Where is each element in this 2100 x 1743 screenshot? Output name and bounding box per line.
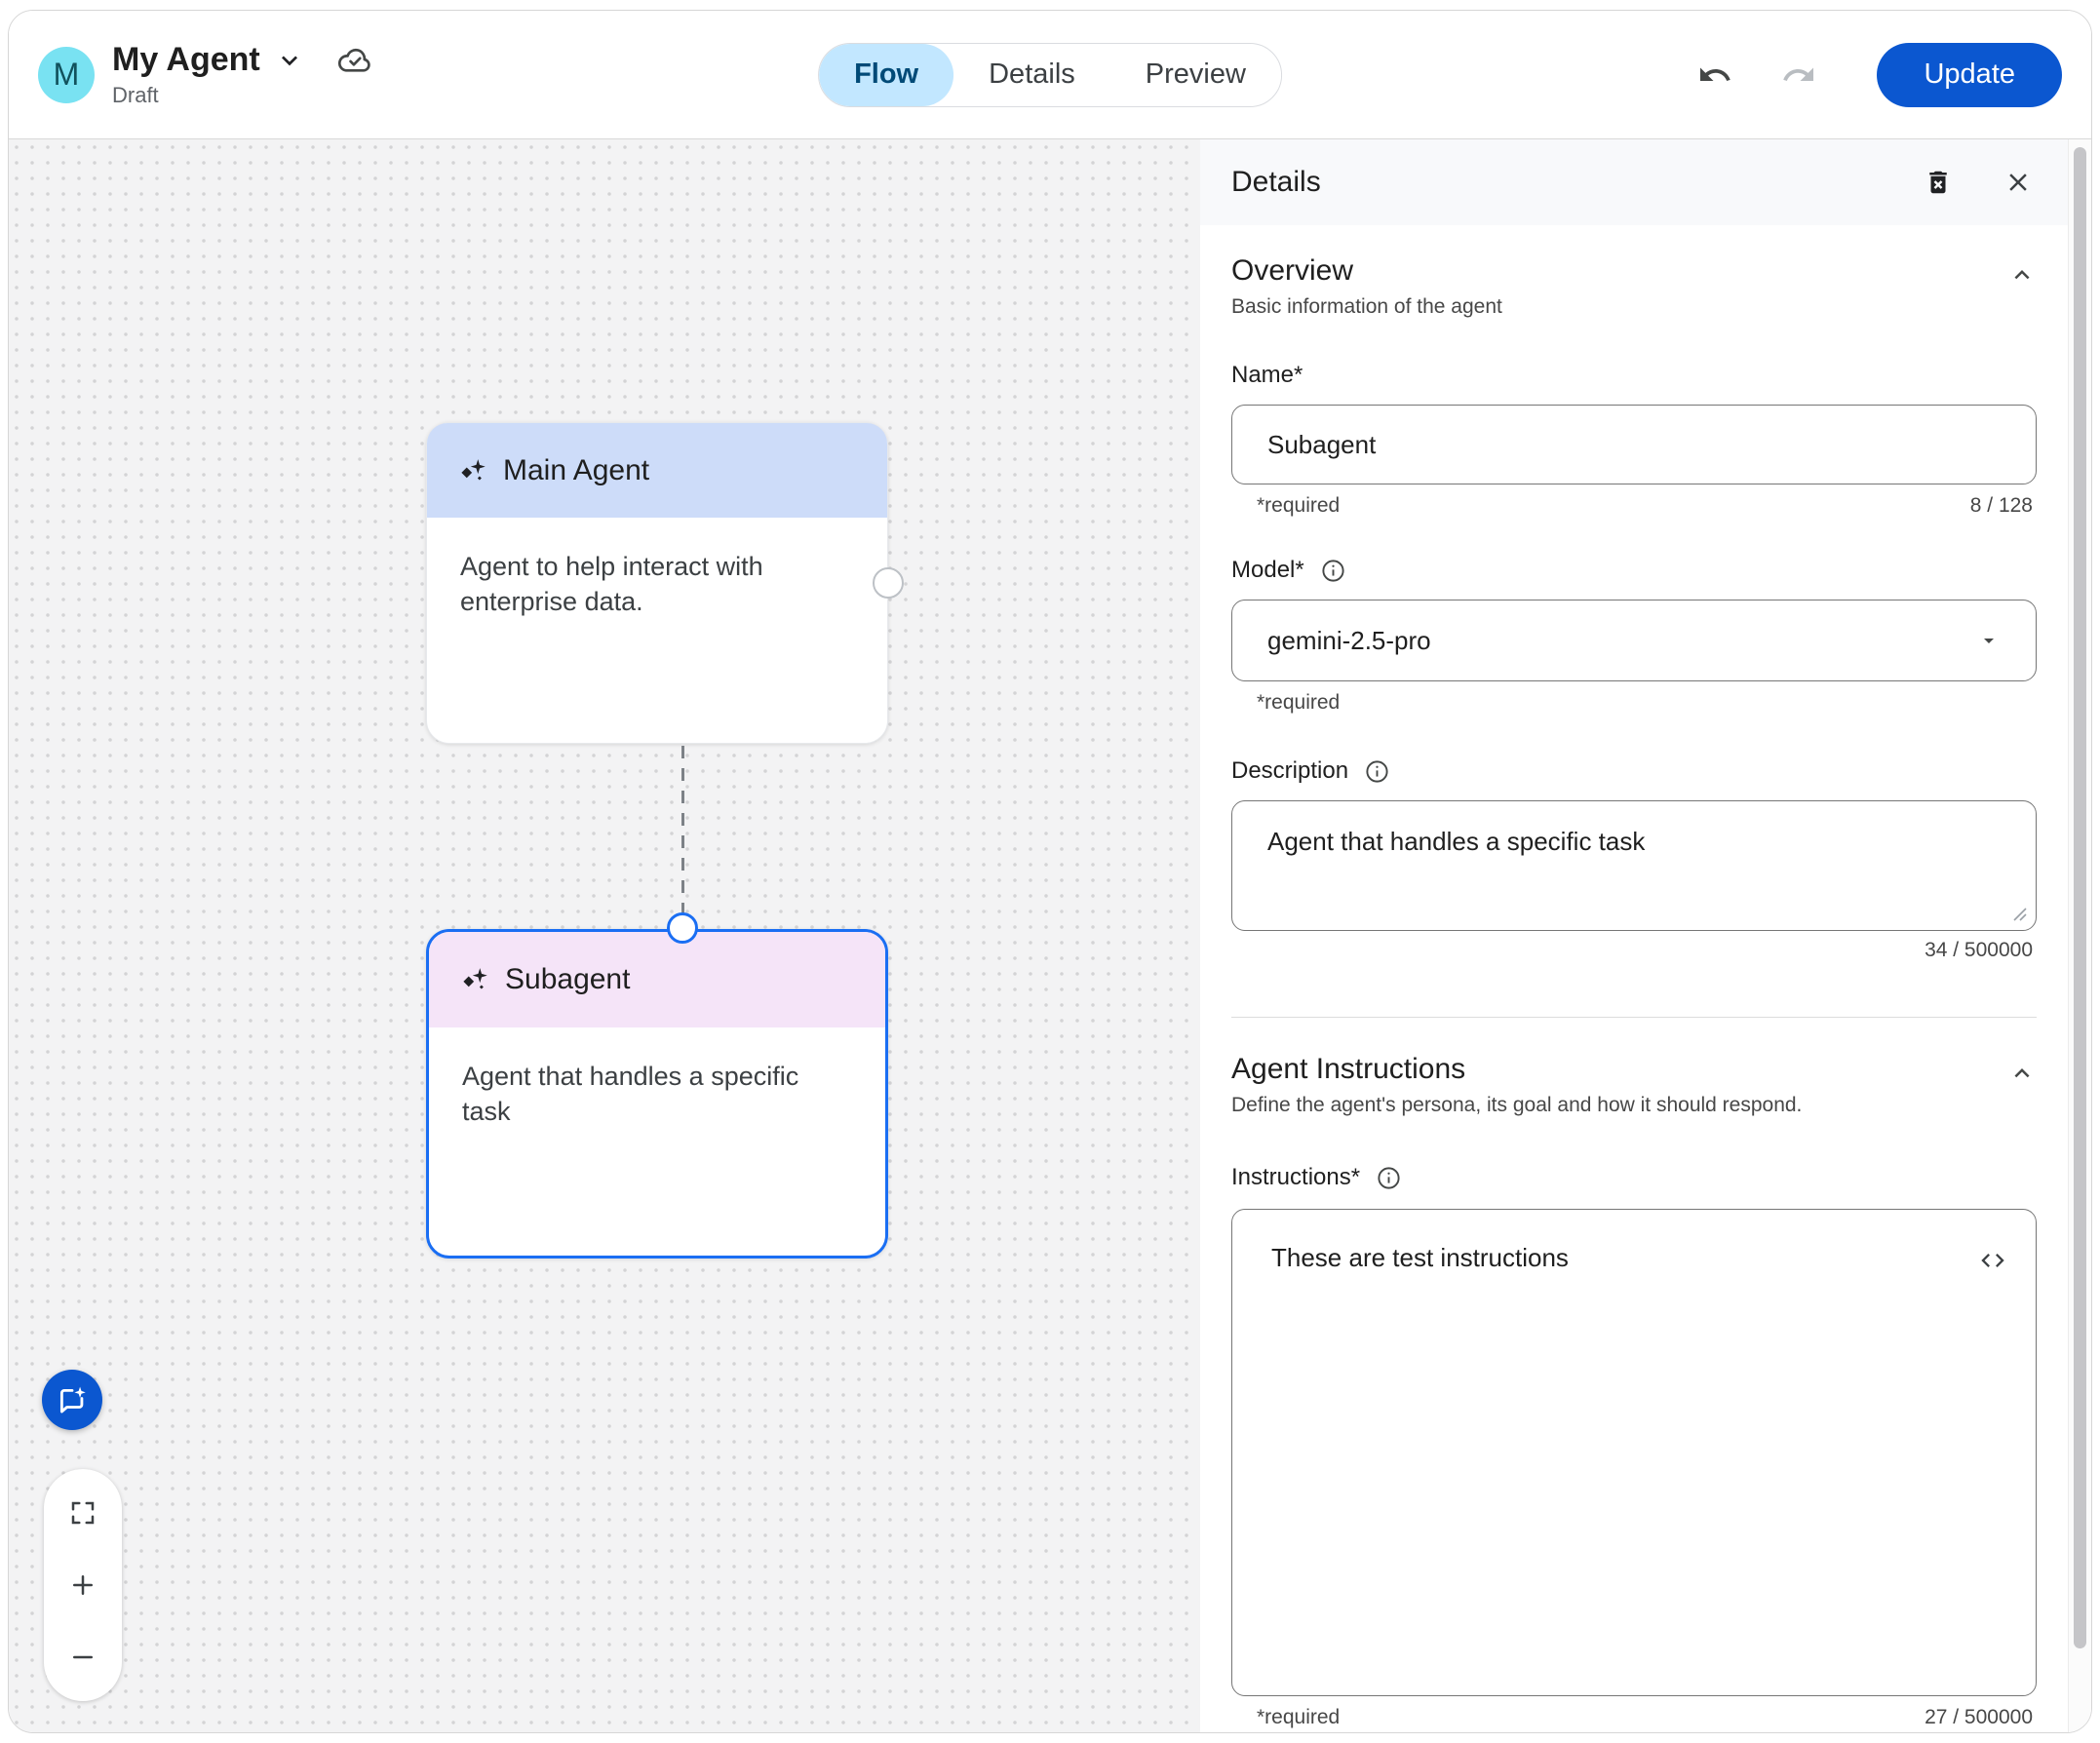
collapse-overview-icon[interactable]: [2007, 260, 2037, 290]
undo-icon[interactable]: [1697, 58, 1732, 93]
node-description: Agent to help interact with enterprise d…: [460, 552, 763, 617]
model-value: gemini-2.5-pro: [1267, 625, 1431, 655]
description-label: Description: [1231, 757, 1349, 784]
instructions-heading: Agent Instructions: [1231, 1053, 1466, 1085]
instructions-info-icon[interactable]: [1376, 1165, 1402, 1191]
scrollbar-thumb[interactable]: [2074, 147, 2086, 1648]
page-title: My Agent: [112, 41, 260, 78]
model-select[interactable]: gemini-2.5-pro: [1231, 600, 2037, 681]
tab-details[interactable]: Details: [989, 58, 1075, 90]
model-required-hint: *required: [1257, 691, 1341, 714]
avatar: M: [38, 46, 95, 103]
node-main-agent-right-port[interactable]: [873, 567, 904, 599]
sparkle-icon: [458, 456, 487, 485]
flow-canvas[interactable]: Main Agent Agent to help interact with e…: [9, 139, 1200, 1732]
name-label: Name*: [1231, 362, 1303, 388]
tab-preview[interactable]: Preview: [1145, 58, 1246, 90]
node-main-agent[interactable]: Main Agent Agent to help interact with e…: [426, 422, 888, 744]
close-icon[interactable]: [2003, 168, 2033, 197]
collapse-instructions-icon[interactable]: [2007, 1059, 2037, 1088]
instructions-value: These are test instructions: [1271, 1243, 1569, 1272]
fullscreen-icon[interactable]: [68, 1498, 97, 1528]
node-description: Agent that handles a specific task: [462, 1062, 799, 1127]
node-subagent[interactable]: Subagent Agent that handles a specific t…: [426, 929, 888, 1259]
panel-scrollbar: [2068, 139, 2091, 1732]
instructions-subheading: Define the agent's persona, its goal and…: [1231, 1094, 1803, 1116]
tab-flow[interactable]: Flow: [819, 43, 954, 106]
view-switcher: Flow Details Preview: [818, 42, 1282, 107]
zoom-in-icon[interactable]: [68, 1570, 97, 1600]
instructions-label: Instructions*: [1231, 1164, 1361, 1190]
name-counter: 8 / 128: [1969, 494, 2033, 517]
app-window: M My Agent Draft Flow Details Preview: [8, 10, 2092, 1733]
top-bar: M My Agent Draft Flow Details Preview: [9, 11, 2091, 139]
delete-icon[interactable]: [1924, 168, 1953, 197]
zoom-out-icon[interactable]: [68, 1643, 97, 1672]
instructions-textarea[interactable]: These are test instructions: [1231, 1209, 2037, 1696]
node-title: Main Agent: [503, 453, 650, 486]
code-icon[interactable]: [1979, 1247, 2006, 1274]
section-divider: [1231, 1017, 2037, 1018]
instructions-required-hint: *required: [1257, 1706, 1341, 1728]
canvas-controls: [44, 1469, 122, 1701]
description-counter: 34 / 500000: [1925, 939, 2033, 961]
model-label: Model*: [1231, 557, 1304, 583]
edge-main-to-subagent: [681, 746, 684, 915]
dropdown-caret-icon: [1977, 629, 2001, 652]
chat-sparkle-icon: [56, 1383, 89, 1416]
redo-icon[interactable]: [1781, 58, 1816, 93]
node-title: Subagent: [505, 963, 631, 995]
name-input[interactable]: Subagent: [1231, 405, 2037, 484]
sparkle-icon: [460, 965, 489, 994]
overview-heading: Overview: [1231, 254, 1354, 287]
resize-handle-icon[interactable]: [2012, 907, 2028, 922]
status-badge: Draft: [112, 83, 159, 107]
name-required-hint: *required: [1257, 494, 1341, 517]
model-info-icon[interactable]: [1320, 558, 1346, 584]
overview-subheading: Basic information of the agent: [1231, 295, 1502, 318]
cloud-saved-icon: [336, 42, 373, 79]
node-subagent-top-port[interactable]: [667, 912, 698, 944]
name-value: Subagent: [1267, 429, 1377, 459]
chevron-down-icon[interactable]: [274, 45, 305, 76]
description-value: Agent that handles a specific task: [1267, 827, 1646, 856]
description-textarea[interactable]: Agent that handles a specific task: [1231, 800, 2037, 931]
instructions-counter: 27 / 500000: [1925, 1706, 2033, 1728]
panel-title: Details: [1231, 166, 1321, 198]
ai-chat-button[interactable]: [42, 1370, 102, 1430]
details-panel: Details Overview: [1200, 139, 2091, 1732]
update-button[interactable]: Update: [1877, 42, 2062, 107]
description-info-icon[interactable]: [1364, 758, 1390, 785]
